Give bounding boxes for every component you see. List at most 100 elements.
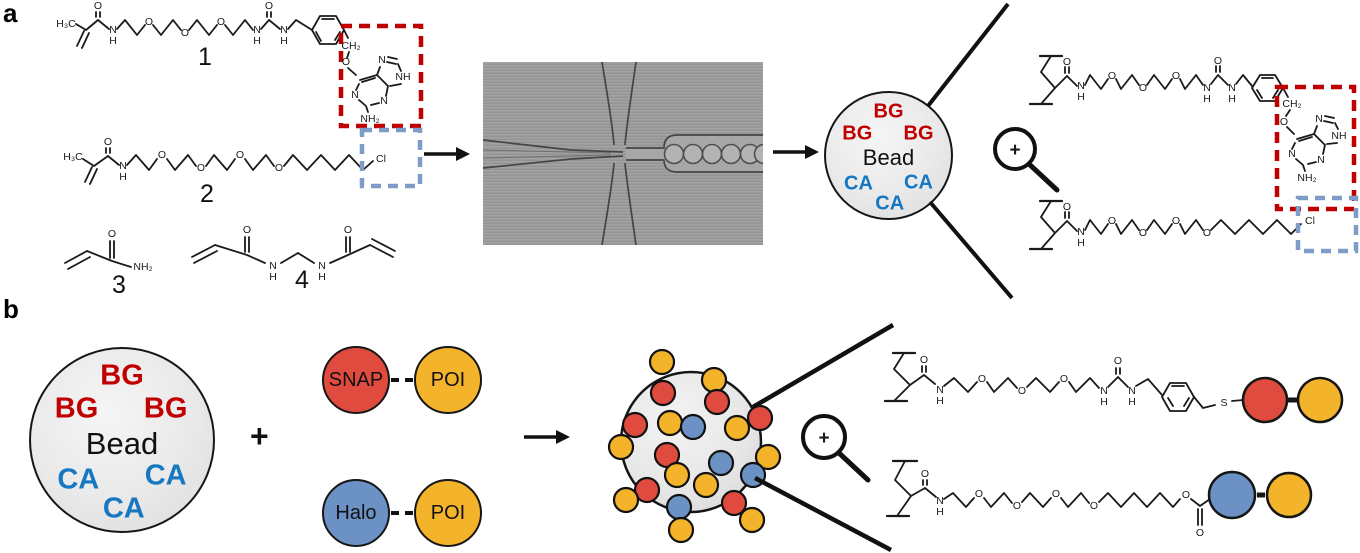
compound-3-number: 3: [112, 271, 126, 299]
droplets: [663, 143, 775, 165]
bead-ca-label: CA: [875, 192, 905, 215]
protein-decorated-bead: [607, 348, 782, 544]
bead-bg-label: BG: [54, 392, 99, 425]
poi-circle: POI: [414, 479, 482, 547]
svg-text:O: O: [1060, 373, 1068, 385]
benzylguanine-red-dashed-box: [338, 23, 424, 129]
svg-text:H: H: [936, 395, 944, 407]
atom-labels: O NH₂: [108, 228, 153, 273]
svg-text:O: O: [1196, 527, 1204, 539]
svg-text:O: O: [920, 354, 928, 366]
bead-bg-label: BG: [143, 392, 188, 425]
svg-text:O: O: [975, 488, 983, 500]
svg-text:N: N: [1228, 82, 1236, 94]
poi-circle-small: [1296, 376, 1344, 424]
svg-text:O: O: [181, 27, 189, 39]
bead-name: Bead: [862, 145, 915, 170]
microfluidic-micrograph: [482, 61, 775, 246]
svg-text:O: O: [94, 0, 102, 12]
svg-text:O: O: [1013, 500, 1021, 512]
chloroalkane-blue-dashed-box: [359, 127, 423, 189]
svg-text:H₃C: H₃C: [56, 18, 76, 30]
svg-text:O: O: [158, 149, 166, 161]
panel-a-label: a: [3, 0, 18, 28]
compound-1-number: 1: [198, 43, 212, 71]
atom-labels: O N H O O O N H O N H S: [920, 354, 1228, 409]
magnifier-handle: [836, 450, 871, 483]
svg-text:O: O: [344, 224, 352, 236]
svg-text:N: N: [1315, 113, 1323, 125]
svg-text:O: O: [1203, 227, 1211, 239]
svg-text:O: O: [1114, 355, 1122, 367]
bead-ca-label: CA: [904, 171, 933, 194]
bonds: [191, 236, 396, 264]
snap-label: SNAP: [328, 368, 384, 391]
svg-text:O: O: [145, 16, 153, 28]
poi-label: POI: [430, 501, 466, 524]
svg-text:H: H: [1077, 91, 1085, 103]
poi-label: POI: [430, 368, 466, 391]
svg-text:N: N: [1077, 226, 1085, 238]
bead-name: Bead: [85, 425, 159, 461]
svg-text:N: N: [269, 260, 277, 272]
atom-labels: O N H N H O: [243, 224, 352, 283]
svg-text:O: O: [1280, 116, 1288, 128]
plus-sign: +: [250, 418, 269, 454]
bonds: [885, 459, 1211, 526]
svg-text:N: N: [119, 160, 127, 172]
chloroalkane-blue-dashed-box: [1295, 195, 1359, 254]
svg-text:H: H: [1077, 237, 1085, 249]
svg-text:O: O: [1108, 70, 1116, 82]
magnifier-plus: +: [818, 428, 829, 449]
bonds: [64, 240, 132, 270]
svg-text:O: O: [921, 468, 929, 480]
functionalized-bead-large: BG BG BG Bead CA CA CA: [29, 347, 215, 533]
halo-tag-circle-small: [1207, 470, 1257, 520]
svg-text:O: O: [1063, 56, 1071, 68]
snap-tag-circle: SNAP: [322, 346, 390, 414]
svg-text:NH₂: NH₂: [1297, 172, 1316, 184]
bead-bg-label: BG: [903, 122, 934, 145]
panel-b-label: b: [3, 294, 19, 324]
svg-text:NH: NH: [1331, 130, 1346, 142]
svg-text:N: N: [936, 384, 944, 396]
poi-circle-small: [1265, 471, 1313, 519]
polymer-benzylguanine-structure: O N H O O O N H O N H CH₂ O N NH N N NH₂: [1028, 54, 1357, 212]
atom-labels: H₃C O N H O O O N H O N H CH₂ O N NH N N…: [56, 0, 410, 125]
polymer-snap-conjugate-structure: O N H O O O N H O N H S: [883, 351, 1344, 424]
svg-text:H: H: [269, 271, 277, 283]
svg-text:O: O: [1172, 215, 1180, 227]
bead-ca-label: CA: [844, 172, 873, 195]
svg-text:H₃C: H₃C: [63, 151, 83, 163]
svg-text:NH₂: NH₂: [133, 261, 152, 273]
svg-text:O: O: [217, 16, 225, 28]
halo-tag-circle: Halo: [322, 479, 390, 547]
structure-1-benzylguanine-monomer: H₃C O N H O O O N H O N H CH₂ O N NH N N…: [56, 0, 424, 129]
svg-text:O: O: [1108, 215, 1116, 227]
bonds: [1028, 54, 1339, 172]
svg-text:O: O: [1090, 500, 1098, 512]
svg-text:N: N: [351, 89, 359, 101]
svg-text:N: N: [1288, 148, 1296, 160]
svg-text:H: H: [936, 506, 944, 518]
svg-text:H: H: [1203, 93, 1211, 105]
compound-4-number: 4: [295, 266, 309, 294]
magnifier-b: +: [801, 414, 871, 483]
svg-text:NH₂: NH₂: [360, 113, 379, 125]
svg-text:N: N: [378, 54, 386, 66]
structure-4-bisacrylamide: O N H N H O 4: [191, 224, 396, 294]
svg-text:N: N: [1203, 82, 1211, 94]
svg-text:O: O: [1139, 227, 1147, 239]
channel-walls: [482, 61, 763, 246]
structure-3-acrylamide: O NH₂ 3: [64, 228, 153, 299]
svg-text:H: H: [119, 171, 127, 183]
benzylguanine-red-dashed-box: [1274, 84, 1357, 212]
svg-text:Cl: Cl: [1305, 215, 1315, 227]
snap-tag-circle-small: [1241, 376, 1289, 424]
svg-text:N: N: [280, 24, 288, 36]
svg-text:O: O: [978, 373, 986, 385]
svg-text:N: N: [1128, 385, 1136, 397]
structure-2-chloroalkane-monomer: H₃C O N H O O O O Cl 2: [63, 127, 423, 208]
svg-text:O: O: [236, 149, 244, 161]
